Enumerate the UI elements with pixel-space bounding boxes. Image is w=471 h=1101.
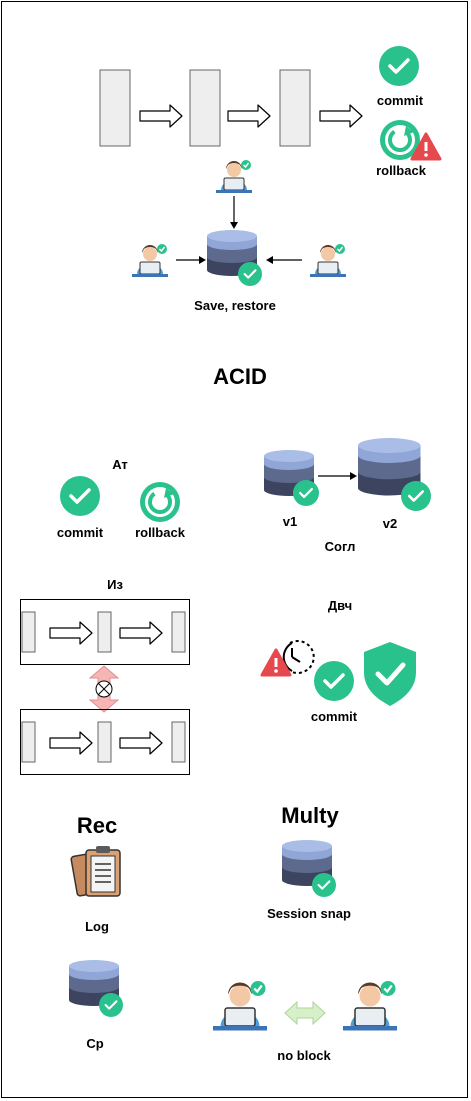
transaction-step-block	[189, 69, 221, 147]
commit-check-icon	[312, 659, 356, 703]
commit-label: commit	[56, 525, 104, 540]
flow-arrow	[139, 104, 183, 128]
page-title: ACID	[213, 364, 267, 389]
check-icon	[291, 478, 321, 508]
multi-title: Multy	[281, 803, 339, 828]
transaction-box	[20, 709, 190, 775]
check-icon	[97, 991, 125, 1019]
database-check-icon	[236, 260, 264, 288]
user-icon	[131, 243, 169, 278]
v2-label: v2	[382, 516, 398, 531]
commit-label: commit	[376, 93, 424, 108]
rollback-label: rollback	[376, 163, 426, 178]
log-label: Log	[85, 919, 109, 934]
transaction-step-block	[21, 611, 36, 653]
no-block-arrow	[284, 1000, 326, 1026]
commit-check-icon	[377, 44, 421, 88]
db-label: Cp	[86, 1036, 104, 1051]
warning-icon	[260, 648, 292, 677]
check-icon	[399, 479, 433, 513]
transaction-step-block	[21, 721, 36, 763]
durability-title: Двч	[327, 598, 353, 613]
snapshot-label: Session snap	[267, 906, 351, 921]
transaction-step-block	[171, 611, 186, 653]
clock-icon	[282, 640, 315, 674]
commit-check-icon	[58, 474, 102, 518]
recovery-title: Rec	[76, 813, 118, 838]
consistency-title: Согл	[324, 539, 356, 554]
save-restore-label: Save, restore	[194, 298, 276, 313]
no-block-label: no block	[277, 1048, 331, 1063]
atomicity-title: Ат	[112, 457, 128, 472]
flow-arrow	[319, 104, 363, 128]
clipboard-log-icon	[70, 846, 121, 897]
flow-arrow	[227, 104, 271, 128]
user-icon	[341, 979, 399, 1032]
rollback-icon	[138, 480, 182, 524]
transaction-step-block	[99, 69, 131, 147]
v1-label: v1	[282, 514, 298, 529]
isolation-title: Из	[107, 577, 123, 592]
user-icon	[309, 243, 347, 278]
check-icon	[310, 871, 338, 899]
transaction-step-block	[171, 721, 186, 763]
commit-label: commit	[310, 709, 358, 724]
blocked-interaction-icon	[88, 665, 120, 713]
rollback-label: rollback	[135, 525, 185, 540]
transaction-step-block	[97, 611, 112, 653]
user-icon	[211, 979, 269, 1032]
shield-check-icon	[364, 642, 416, 706]
transaction-step-block	[97, 721, 112, 763]
user-icon	[215, 159, 253, 194]
transaction-box	[20, 599, 190, 665]
transaction-step-block	[279, 69, 311, 147]
